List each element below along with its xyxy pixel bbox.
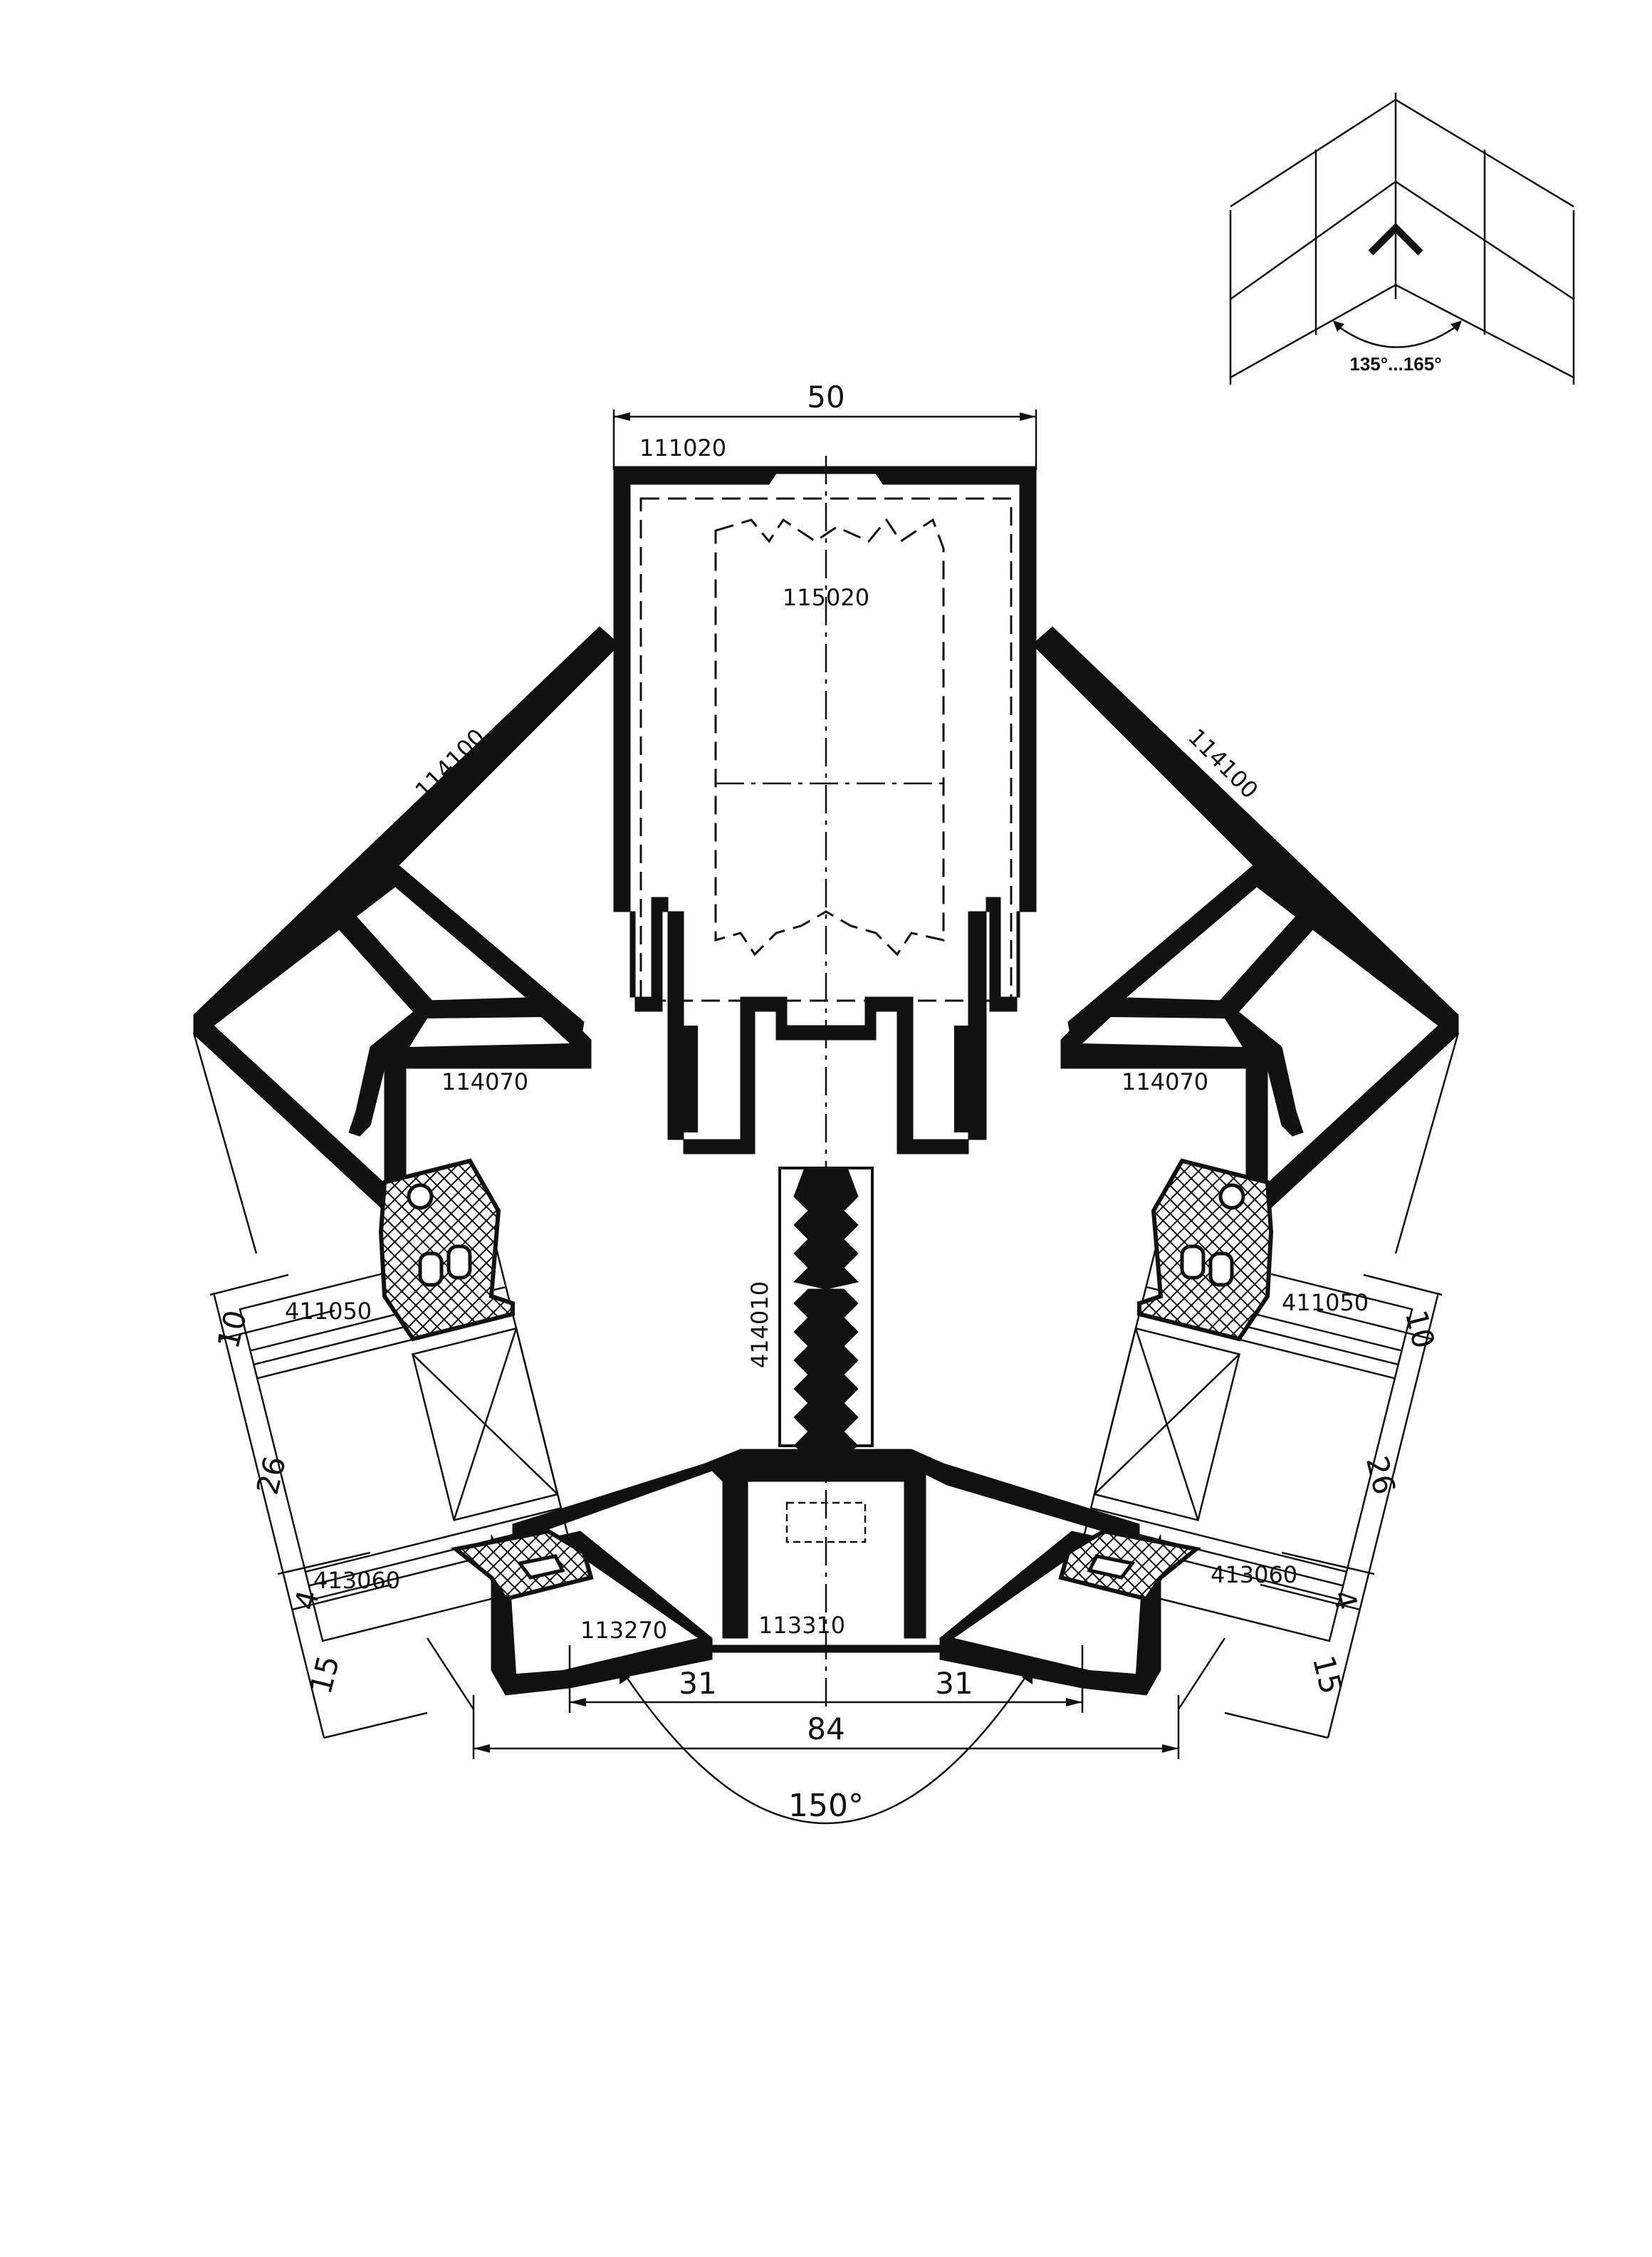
angle-range-label: 135°...165°: [1349, 353, 1441, 375]
dimension-bottom: 31 31 84 150°: [472, 1645, 1180, 1825]
glazing-unit-left: [239, 1244, 580, 1642]
dim-angle: 150°: [788, 1788, 864, 1824]
label-413060-right: 413060: [1211, 1561, 1297, 1588]
isolator-414010: [778, 1167, 874, 1468]
wing-profile-right: [1032, 626, 1459, 1215]
label-113310: 113310: [758, 1612, 845, 1639]
dim-left-15: 15: [303, 1652, 346, 1698]
dim-total: 84: [807, 1711, 845, 1746]
dim-half-left: 31: [679, 1666, 716, 1701]
corner-chevron-icon: [1368, 222, 1423, 256]
label-413060-left: 413060: [313, 1567, 400, 1594]
dim-half-right: 31: [935, 1666, 973, 1701]
dim-right-15: 15: [1306, 1652, 1349, 1698]
label-411050-left: 411050: [285, 1298, 372, 1325]
label-113270: 113270: [580, 1617, 667, 1644]
angle-range-inset: 135°...165°: [1229, 93, 1575, 385]
dim-left-26: 26: [250, 1453, 293, 1498]
dimension-lines-left: 10 26 4 15: [192, 1032, 475, 1739]
gasket-inner-left: [451, 1528, 594, 1602]
label-114070-left: 114070: [441, 1068, 528, 1095]
adapter-profile-left: [348, 996, 592, 1183]
dim-right-26: 26: [1359, 1453, 1402, 1498]
gasket-outer-right: [1137, 1158, 1274, 1342]
label-411050-right: 411050: [1282, 1289, 1369, 1316]
label-115020: 115020: [783, 584, 869, 611]
dim-width-top: 50: [807, 380, 845, 415]
adapter-profile-right: [1060, 996, 1304, 1183]
reinforcement-115020: [639, 456, 1013, 1709]
label-414010: 414010: [746, 1281, 773, 1368]
mullion-profile-111020: [613, 466, 1037, 1154]
dimension-width-50: 50: [612, 380, 1037, 470]
wing-profile-left: [193, 626, 620, 1215]
dim-right-10: 10: [1399, 1307, 1441, 1352]
dim-left-10: 10: [211, 1307, 253, 1352]
label-114070-right: 114070: [1122, 1068, 1208, 1095]
gasket-inner-right: [1058, 1528, 1201, 1602]
label-111020: 111020: [639, 434, 726, 462]
gasket-outer-left: [378, 1158, 515, 1342]
